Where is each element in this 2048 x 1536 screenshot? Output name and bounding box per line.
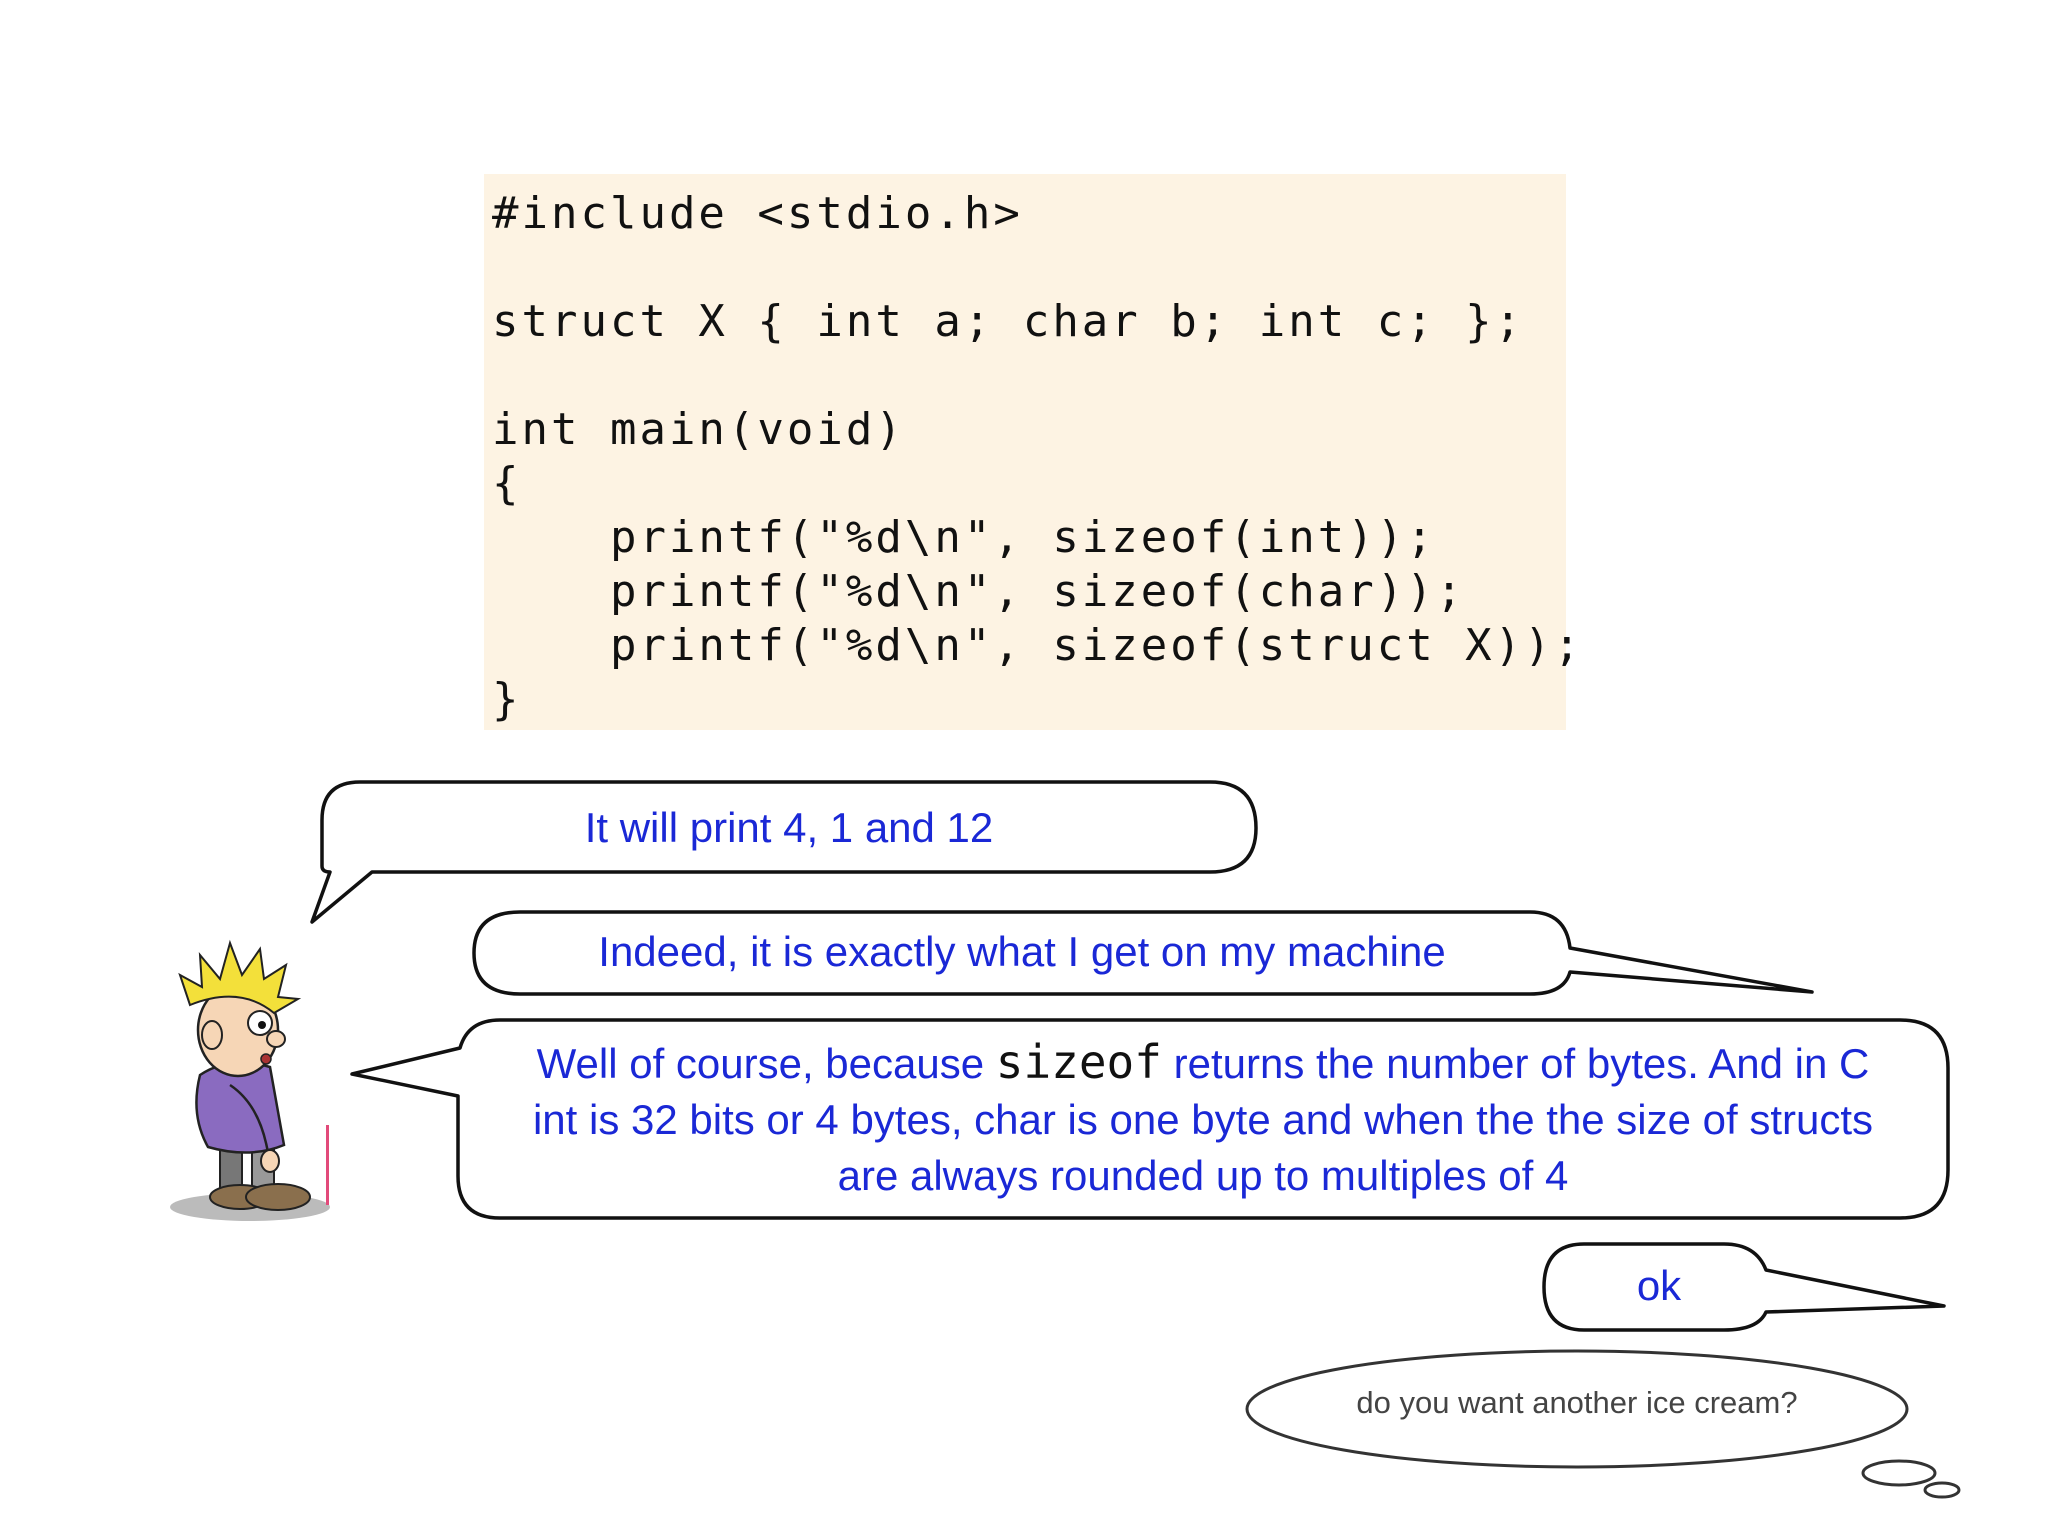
code-line-printf-int: printf("%d\n", sizeof(int));: [492, 512, 1436, 563]
code-line-printf-char: printf("%d\n", sizeof(char));: [492, 566, 1466, 617]
bubble-3-outline: [350, 1018, 1950, 1220]
bubble-2-text: Indeed, it is exactly what I get on my m…: [598, 928, 1446, 975]
bubble-4-text: ok: [1636, 1262, 1682, 1309]
thought-bubble-text: do you want another ice cream?: [1356, 1385, 1798, 1420]
bubble-3-line-1: Well of course, because sizeof returns t…: [458, 1034, 1948, 1092]
code-line-printf-struct: printf("%d\n", sizeof(struct X));: [492, 620, 1584, 671]
bubble-3-code-word: sizeof: [995, 1035, 1162, 1089]
code-block: #include <stdio.h> struct X { int a; cha…: [484, 174, 1580, 730]
cartoon-boy-illustration: [170, 939, 330, 1221]
thought-dot-large: [1861, 1459, 1937, 1487]
bubble-3-line-2: int is 32 bits or 4 bytes, char is one b…: [532, 1096, 1874, 1143]
code-line-struct: struct X { int a; char b; int c; };: [492, 296, 1525, 347]
code-line-close-brace: }: [492, 674, 522, 725]
bubble-3-text-b: returns the number of bytes. And in C: [1161, 1040, 1870, 1087]
bubble-1-outline: [310, 780, 1258, 924]
code-line-main: int main(void): [492, 404, 905, 455]
code-line-open-brace: {: [492, 458, 522, 509]
code-line-include: #include <stdio.h>: [492, 188, 1023, 239]
bubble-1-text: It will print 4, 1 and 12: [584, 804, 994, 851]
bubble-4-outline: [1542, 1242, 1946, 1332]
thought-bubble-outline: [1245, 1349, 1909, 1469]
bubble-2-outline: [472, 910, 1814, 996]
thought-dot-small: [1923, 1481, 1961, 1499]
bubble-3-text: Well of course, because sizeof returns t…: [458, 1034, 1948, 1204]
bubble-3-text-a: Well of course, because: [536, 1040, 996, 1087]
bubble-3-line-3: are always rounded up to multiples of 4: [837, 1152, 1569, 1199]
